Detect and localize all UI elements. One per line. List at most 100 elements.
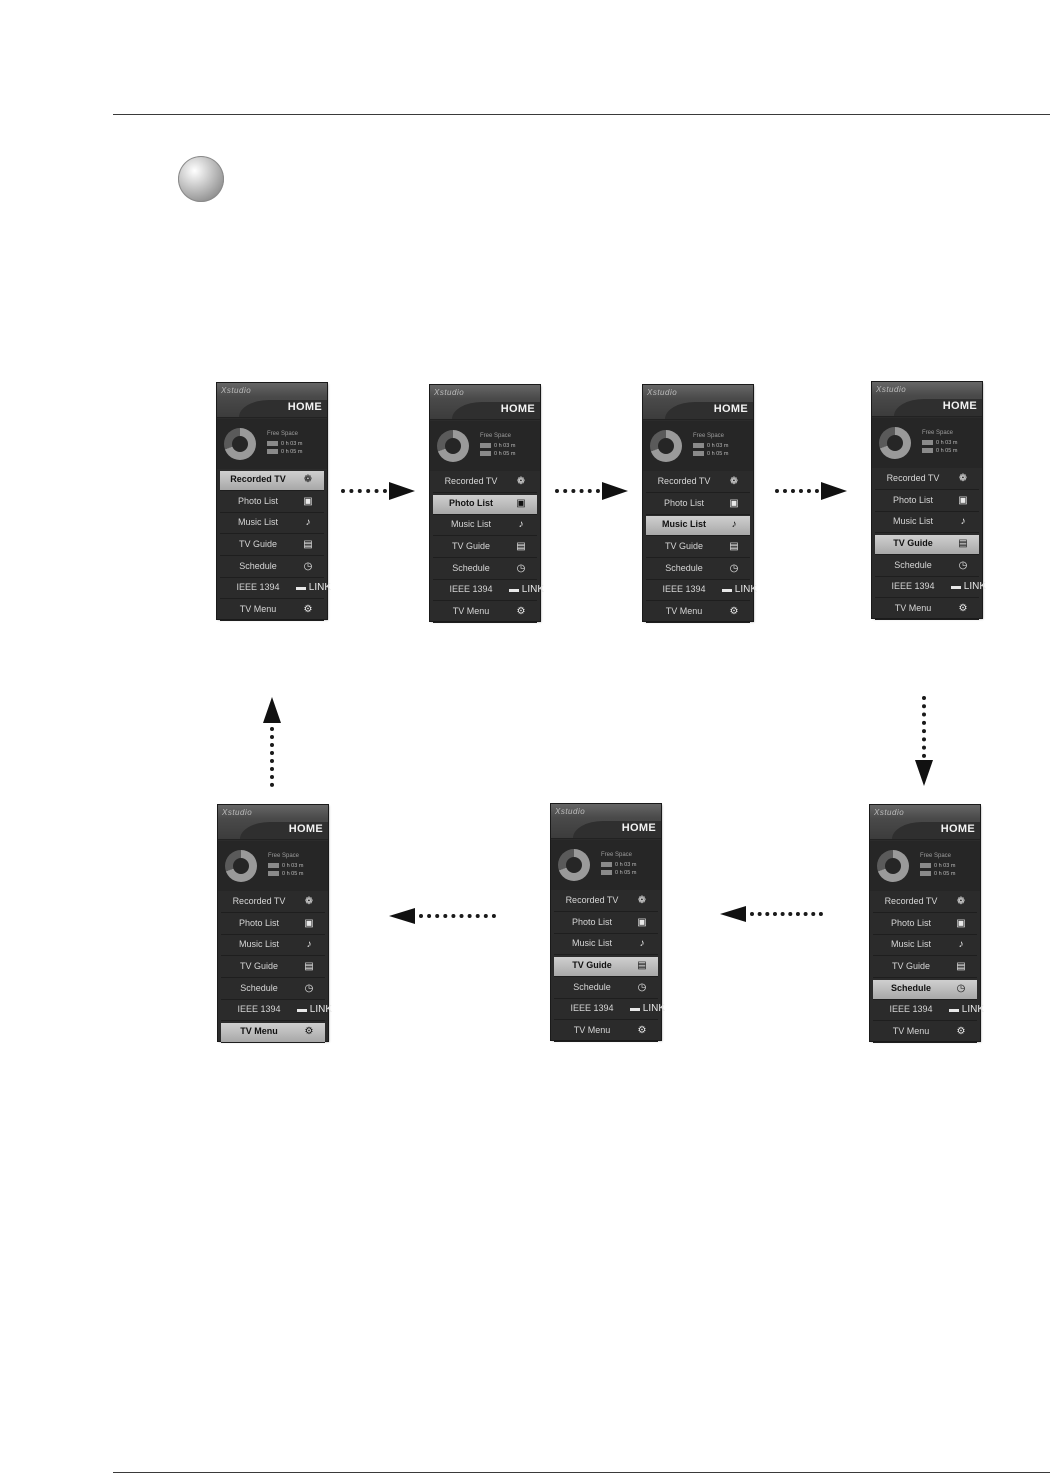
free-space-value-2: 0 h 05 m (936, 448, 958, 454)
photo-icon: ▣ (958, 494, 968, 506)
arrow-right-2 (555, 481, 628, 501)
menu-item[interactable]: TV Menu⚙ (220, 601, 324, 622)
brand-logo: Xstudio (221, 386, 252, 395)
menu-item[interactable]: Photo List▣ (221, 915, 325, 935)
menu-item[interactable]: TV Guide▤ (875, 535, 979, 556)
quality-tag-icon (268, 863, 279, 869)
menu-item-label: Recorded TV (886, 473, 940, 483)
free-space-line-2: 0 h 05 m (601, 870, 636, 876)
menu-item[interactable]: Recorded TV❁ (646, 473, 750, 493)
menu-item-label: IEEE 1394 (236, 582, 280, 593)
menu-item[interactable]: Schedule◷ (221, 980, 325, 1000)
music-note-icon: ♪ (731, 519, 737, 531)
menu-item[interactable]: Photo List▣ (873, 915, 977, 935)
menu-item[interactable]: TV Guide▤ (220, 536, 324, 557)
menu-item[interactable]: Recorded TV❁ (433, 473, 537, 493)
menu-item[interactable]: Music List♪ (220, 514, 324, 535)
menu-item[interactable]: TV Menu⚙ (873, 1023, 977, 1044)
top-rule (113, 114, 1050, 115)
menu-list: Recorded TV❁Photo List▣Music List♪TV Gui… (221, 893, 332, 1045)
menu-item[interactable]: TV Guide▤ (646, 538, 750, 559)
arrow-left-2 (389, 906, 496, 926)
clock-icon: ◷ (303, 560, 313, 572)
menu-item[interactable]: Schedule◷ (875, 557, 979, 577)
menu-item[interactable]: TV Guide▤ (554, 957, 658, 978)
film-reel-icon: ❁ (637, 895, 647, 906)
menu-item[interactable]: Music List♪ (433, 516, 537, 537)
menu-item-label: Music List (237, 517, 278, 528)
menu-item[interactable]: Photo List▣ (220, 493, 324, 513)
menu-item[interactable]: Photo List▣ (875, 492, 979, 512)
menu-item[interactable]: TV Guide▤ (873, 958, 977, 979)
quality-tag-icon (267, 449, 278, 455)
menu-item-label: Music List (890, 939, 931, 950)
menu-item[interactable]: TV Guide▤ (221, 958, 325, 979)
free-space-value-1: 0 h 03 m (934, 863, 956, 869)
menu-item[interactable]: IEEE 1394▬ LINK (221, 1001, 332, 1022)
menu-item[interactable]: Recorded TV❁ (554, 892, 658, 912)
menu-item[interactable]: Recorded TV❁ (875, 470, 979, 490)
header-swoosh (894, 399, 982, 416)
menu-item[interactable]: Photo List▣ (554, 914, 658, 934)
menu-item[interactable]: TV Menu⚙ (221, 1023, 325, 1044)
free-space-label: Free Space (480, 433, 512, 439)
panel-title: HOME (713, 403, 748, 415)
menu-item[interactable]: Recorded TV❁ (221, 893, 325, 913)
menu-item[interactable]: Schedule◷ (873, 979, 977, 1000)
music-note-icon: ♪ (639, 938, 645, 950)
photo-icon: ▣ (304, 917, 314, 929)
menu-item[interactable]: Music List♪ (875, 513, 979, 534)
link-icon: ▬ LINK (949, 1004, 985, 1016)
free-space-line-2: 0 h 05 m (922, 448, 957, 454)
free-space-line-2: 0 h 05 m (920, 871, 955, 877)
menu-item[interactable]: IEEE 1394▬ LINK (875, 578, 986, 599)
free-space-value-2: 0 h 05 m (282, 871, 304, 877)
menu-item[interactable]: Recorded TV❁ (220, 471, 324, 491)
menu-item[interactable]: Music List♪ (221, 936, 325, 957)
gear-icon: ⚙ (637, 1025, 647, 1037)
gear-icon: ⚙ (516, 606, 526, 618)
menu-item[interactable]: Music List♪ (873, 936, 977, 957)
menu-item[interactable]: TV Menu⚙ (554, 1022, 658, 1043)
free-space-line-1: 0 h 03 m (601, 862, 636, 868)
menu-item[interactable]: IEEE 1394▬ LINK (873, 1001, 985, 1022)
menu-item-label: Music List (661, 519, 706, 530)
photo-icon: ▣ (729, 497, 739, 509)
menu-item[interactable]: IEEE 1394▬ LINK (220, 579, 331, 600)
menu-item-label: Photo List (663, 497, 705, 508)
disk-usage-ring-icon (437, 430, 469, 462)
menu-item[interactable]: Music List ♪ (646, 516, 750, 537)
menu-item[interactable]: Music List♪ (554, 935, 658, 956)
menu-item-label: Recorded TV (884, 896, 938, 906)
menu-item[interactable]: IEEE 1394▬ LINK (554, 1000, 665, 1021)
free-space-line-1: 0 h 03 m (268, 863, 303, 869)
quality-tag-icon (693, 451, 704, 457)
menu-item-label: Schedule (452, 562, 490, 573)
menu-item-label: TV Menu (240, 1026, 278, 1037)
photo-icon: ▣ (956, 917, 966, 929)
menu-item[interactable]: Schedule◷ (646, 560, 750, 580)
disk-usage-ring-icon (225, 850, 257, 882)
menu-item[interactable]: TV Menu⚙ (646, 603, 750, 624)
menu-item[interactable]: Schedule◷ (220, 558, 324, 578)
menu-item[interactable]: TV Menu⚙ (875, 600, 979, 621)
menu-item[interactable]: IEEE 1394▬ LINK (646, 581, 757, 602)
free-space-label: Free Space (268, 853, 300, 859)
free-space-value-1: 0 h 03 m (936, 440, 958, 446)
menu-item[interactable]: Schedule◷ (433, 560, 537, 580)
menu-item[interactable]: Schedule◷ (554, 979, 658, 999)
menu-item[interactable]: Photo List▣ (433, 494, 537, 515)
menu-item[interactable]: Photo List ▣ (646, 495, 750, 515)
gear-icon: ⚙ (729, 606, 739, 618)
menu-item[interactable]: TV Menu⚙ (433, 603, 537, 624)
menu-item[interactable]: Recorded TV❁ (873, 893, 977, 913)
menu-item[interactable]: TV Guide▤ (433, 538, 537, 559)
menu-item-label: Schedule (894, 559, 932, 570)
menu-item[interactable]: IEEE 1394▬ LINK (433, 581, 544, 602)
